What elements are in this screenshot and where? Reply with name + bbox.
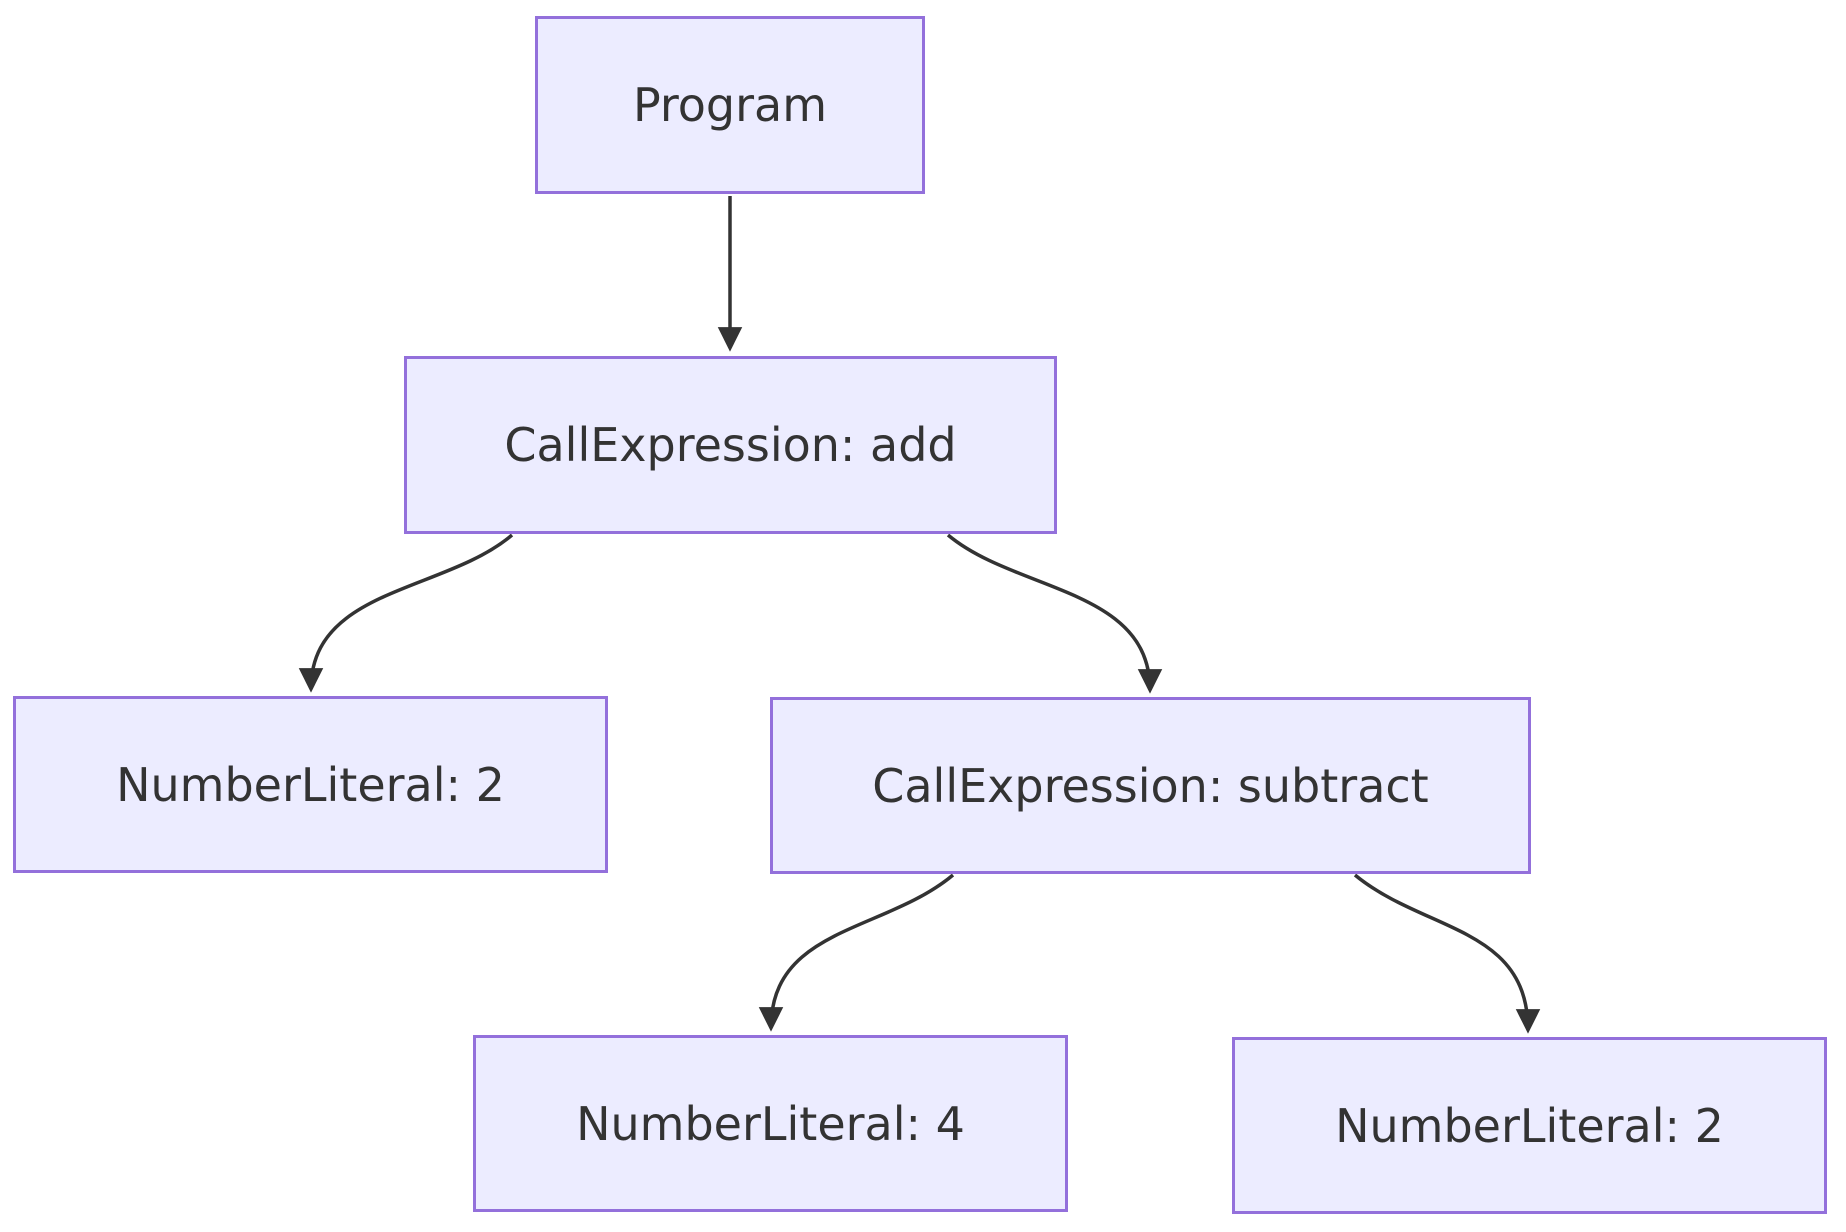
- edge-call-subtract-to-numberliteral-2: [1353, 873, 1541, 1034]
- node-call-expression-subtract: CallExpression: subtract: [770, 697, 1531, 874]
- node-program-label: Program: [632, 78, 828, 132]
- node-call-expression-add-label: CallExpression: add: [504, 418, 957, 472]
- node-number-literal-2-right-label: NumberLiteral: 2: [1335, 1098, 1724, 1153]
- node-number-literal-2-left-label: NumberLiteral: 2: [116, 757, 505, 812]
- node-call-expression-add: CallExpression: add: [404, 356, 1057, 534]
- edge-call-add-to-call-subtract: [946, 533, 1163, 694]
- node-number-literal-4-label: NumberLiteral: 4: [576, 1096, 965, 1151]
- node-call-expression-subtract-label: CallExpression: subtract: [872, 758, 1429, 813]
- edge-call-add-to-numberliteral-2: [298, 533, 514, 693]
- node-number-literal-2-left: NumberLiteral: 2: [13, 696, 608, 873]
- edge-call-subtract-to-numberliteral-4: [758, 873, 955, 1032]
- node-number-literal-2-right: NumberLiteral: 2: [1232, 1037, 1827, 1214]
- node-number-literal-4: NumberLiteral: 4: [473, 1035, 1068, 1212]
- node-program: Program: [535, 16, 925, 194]
